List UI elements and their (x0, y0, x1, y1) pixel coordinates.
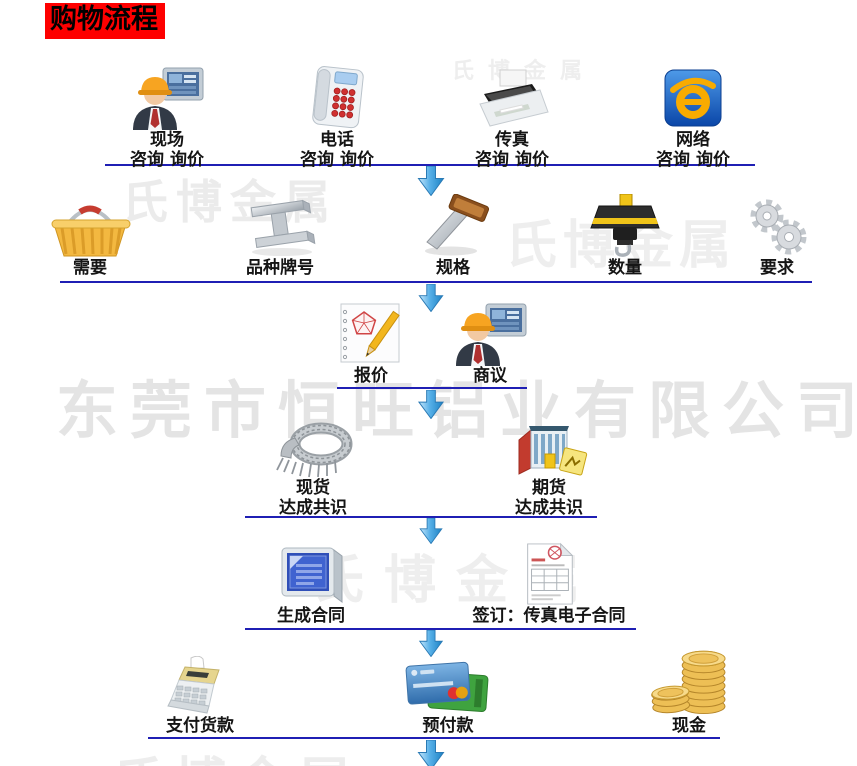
flow-step-sign-contract: 签订：传真电子合同 (429, 542, 669, 626)
worker-computer-icon (125, 62, 209, 130)
step-label: 期货 (532, 478, 566, 498)
flow-step-onsite: 现场 咨询 询价 (87, 62, 247, 170)
quote-notepad-icon (331, 300, 411, 366)
flow-step-web: 网络 咨询 询价 (613, 62, 773, 170)
step-label: 预付款 (422, 716, 474, 736)
flow-step-negotiate: 商议 (430, 300, 550, 386)
step-sublabel: 达成共识 (515, 498, 583, 518)
down-arrow-icon (417, 739, 445, 766)
bank-cards-icon (401, 644, 495, 716)
flow-underline-4 (245, 516, 597, 518)
flow-step-requirement: 要求 (697, 192, 857, 278)
step-label: 需要 (73, 258, 107, 278)
flow-step-prepay: 预付款 (368, 644, 528, 736)
fax-machine-icon (470, 62, 554, 130)
shopping-basket-icon (46, 192, 134, 258)
brand-watermark: 氏博金属 (112, 740, 360, 766)
flow-underline-5 (245, 628, 636, 630)
page-title: 购物流程 (45, 3, 165, 39)
flow-underline-6 (148, 737, 720, 739)
step-label: 签订：传真电子合同 (472, 606, 626, 626)
step-label: 商议 (473, 366, 507, 386)
flow-underline-2 (60, 281, 812, 283)
flow-step-need: 需要 (10, 192, 170, 278)
step-label: 要求 (760, 258, 794, 278)
step-label: 报价 (354, 366, 388, 386)
steel-ibeam-icon (236, 192, 324, 258)
step-sublabel: 达成共识 (279, 498, 347, 518)
crane-scale-icon (583, 192, 667, 258)
down-arrow-icon (417, 517, 445, 545)
flow-step-fax: 传真 咨询 询价 (432, 62, 592, 170)
flow-underline-1 (105, 164, 755, 166)
flow-step-phone: 电话 咨询 询价 (257, 62, 417, 170)
down-arrow-icon (417, 283, 445, 313)
step-label: 电话 (320, 130, 354, 150)
step-label: 品种牌号 (246, 258, 314, 278)
flow-step-generate-contract: 生成合同 (231, 542, 391, 626)
ie-browser-icon (661, 62, 725, 130)
flow-step-quote: 报价 (311, 300, 431, 386)
company-watermark: 东莞市恒旺铝业有限公司 (56, 374, 857, 447)
flow-step-futures: 期货 达成共识 (469, 418, 629, 518)
down-arrow-icon (417, 629, 445, 658)
step-label: 网络 (676, 130, 710, 150)
step-label: 现货 (296, 478, 330, 498)
try-square-icon (415, 192, 491, 258)
flow-step-spot: 现货 达成共识 (233, 418, 393, 518)
flow-step-quantity: 数量 (545, 192, 705, 278)
flow-step-spec: 规格 (373, 192, 533, 278)
step-label: 生成合同 (277, 606, 345, 626)
flow-step-pay: 支付货款 (120, 644, 280, 736)
down-arrow-icon (417, 165, 445, 197)
factory-icon (509, 418, 589, 478)
step-label: 传真 (495, 130, 529, 150)
gold-coins-icon (646, 644, 732, 716)
down-arrow-icon (417, 389, 445, 420)
contract-document-icon (514, 542, 584, 606)
step-label: 现金 (672, 716, 706, 736)
gears-icon (741, 192, 813, 258)
flow-step-variety: 品种牌号 (200, 192, 360, 278)
wire-coil-icon (269, 418, 357, 478)
step-sublabel: 咨询 询价 (475, 150, 549, 170)
telephone-icon (305, 62, 369, 130)
step-sublabel: 咨询 询价 (300, 150, 374, 170)
worker-computer-icon (448, 300, 532, 366)
step-sublabel: 咨询 询价 (130, 150, 204, 170)
flow-step-cash: 现金 (609, 644, 769, 736)
step-label: 支付货款 (166, 716, 234, 736)
pos-terminal-icon (157, 644, 243, 716)
step-label: 数量 (608, 258, 642, 278)
flow-underline-3 (337, 387, 527, 389)
step-sublabel: 咨询 询价 (656, 150, 730, 170)
step-label: 现场 (150, 130, 184, 150)
contract-monitor-icon (274, 542, 348, 606)
step-label: 规格 (436, 258, 470, 278)
